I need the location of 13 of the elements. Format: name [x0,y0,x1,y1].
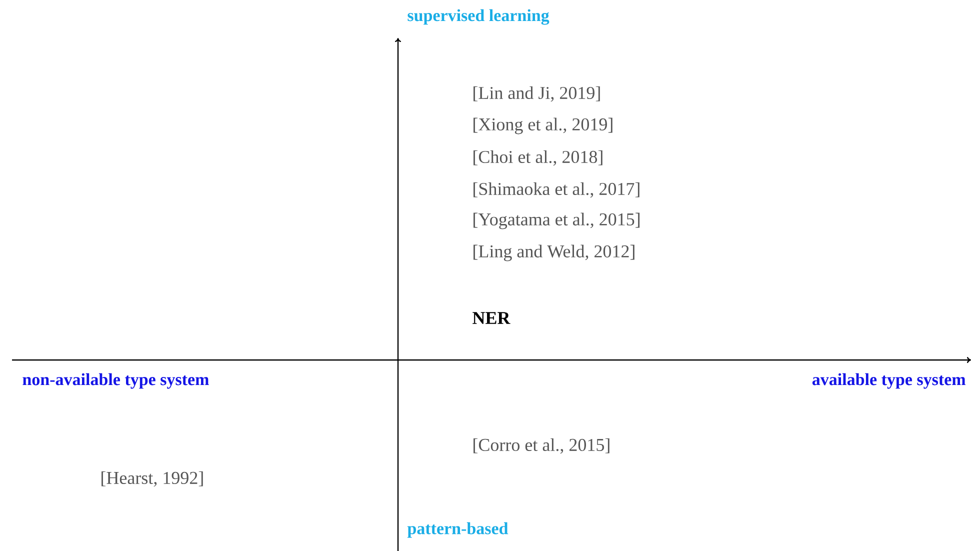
axis-label: available type system [812,373,966,389]
citation: [Yogatama et al., 2015] [474,212,640,230]
citation: [Ling and Weld, 2012] [474,244,634,262]
citation: [Xiong et al., 2019] [474,118,612,134]
axis-label: pattern-based [407,522,508,538]
axis-label: non-available type system [22,373,209,389]
axis-label: supervised learning [408,9,550,25]
citation: [Lin and Ji, 2019] [474,86,600,102]
citation: [Shimaoka et al., 2017] [474,182,640,198]
category-label: NER [472,312,510,324]
citation: [Choi et al., 2018] [474,150,602,166]
citation: [Hearst, 1992] [102,471,203,487]
citation: [Corro et al., 2015] [474,438,610,454]
